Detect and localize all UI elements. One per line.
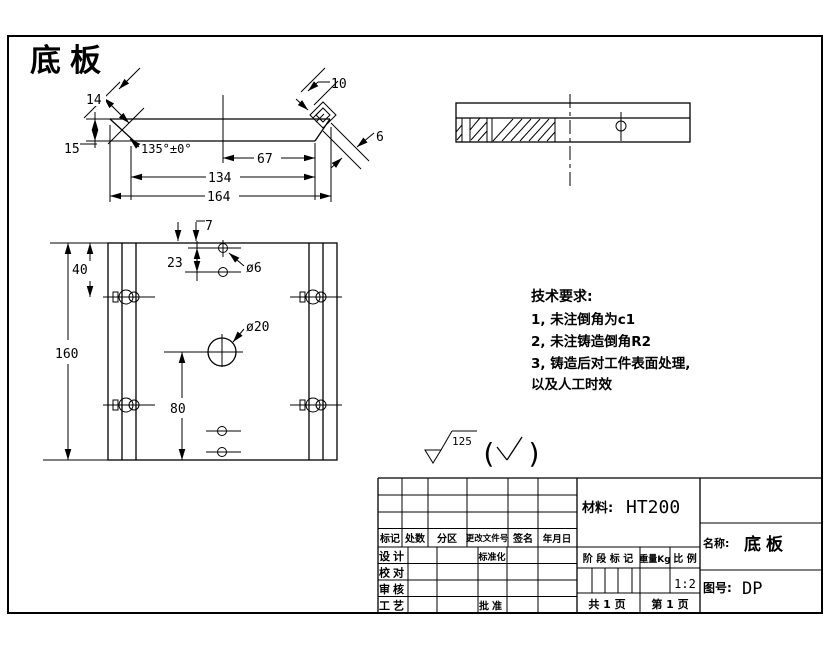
th-change-doc: 更改文件号: [466, 533, 509, 544]
dim-15: 15: [64, 142, 80, 157]
dim-dia6: ø6: [246, 261, 262, 276]
material-value: HT200: [626, 497, 680, 518]
dim-7: 7: [205, 219, 213, 234]
drawing-no-value: DP: [742, 579, 762, 599]
dim-angle-135: 135°±0°: [141, 142, 192, 156]
material-label: 材料:: [582, 500, 613, 516]
side-view: 14 15 135°±0° 67 134 164: [64, 67, 384, 205]
dim-160: 160: [55, 347, 78, 362]
page-current: 第 1 页: [651, 597, 688, 611]
title-block: 标记 处数 分区 更改文件号 签名 年月日 设计 校对 审核 工艺 标准化 批准…: [377, 477, 822, 613]
tech-line-2: 2, 未注铸造倒角R2: [531, 333, 651, 350]
dim-67: 67: [257, 152, 273, 167]
plan-view: 160 40 7 23 ø6 ø20 80: [43, 219, 343, 461]
page-title: 底板: [30, 43, 110, 79]
row-design: 设计: [379, 549, 407, 563]
wedge-detail: 10 6: [295, 67, 384, 170]
paren-close: ): [526, 437, 543, 470]
tech-requirements: 技术要求: 1, 未注倒角为c1 2, 未注铸造倒角R2 3, 铸造后对工件表面…: [531, 288, 690, 393]
scale-label: 比 例: [673, 552, 696, 565]
tech-title: 技术要求:: [531, 288, 593, 305]
name-value: 底板: [744, 534, 788, 555]
dim-dia20: ø20: [246, 320, 269, 335]
name-label: 名称:: [703, 536, 729, 550]
dim-80: 80: [170, 402, 186, 417]
scale-value: 1:2: [674, 577, 696, 591]
dim-23: 23: [167, 256, 183, 271]
dim-10: 10: [331, 77, 347, 92]
dim-6: 6: [376, 130, 384, 145]
th-zone: 分区: [437, 532, 457, 545]
weight-label: 重量Kg: [639, 553, 670, 565]
bolt-top-right: [289, 289, 343, 305]
pages-total: 共 1 页: [588, 597, 625, 611]
hatch-lines: [455, 117, 556, 142]
dim-164: 164: [207, 190, 231, 205]
th-date: 年月日: [543, 533, 572, 545]
bolt-bottom-right: [289, 397, 343, 413]
th-mark: 标记: [379, 532, 400, 545]
dim-134: 134: [208, 171, 232, 186]
dim-40: 40: [72, 263, 88, 278]
stage-label: 阶 段 标 记: [583, 552, 633, 565]
cell-standardization: 标准化: [477, 551, 505, 563]
cell-approve: 批准: [479, 600, 505, 613]
section-view: [455, 94, 691, 188]
tech-line-3: 3, 铸造后对工件表面处理,: [531, 355, 690, 372]
row-check: 校对: [379, 566, 407, 580]
bolt-top-left: [102, 289, 156, 305]
drawing-border: [7, 35, 823, 614]
paren-open: (: [480, 437, 497, 470]
roughness-symbol-icon: [424, 449, 442, 464]
section-outline: [455, 102, 691, 143]
th-count: 处数: [404, 532, 426, 545]
roughness-value: 125: [452, 435, 472, 448]
drawing-no-label: 图号:: [703, 580, 732, 595]
checkmark-icon: [496, 446, 508, 461]
tech-line-4: 以及人工时效: [531, 376, 612, 393]
th-signature: 签名: [512, 532, 533, 545]
dim-14: 14: [86, 93, 102, 108]
row-process: 工艺: [379, 599, 407, 613]
bolt-bottom-left: [102, 397, 156, 413]
surface-finish: 125 ( ): [424, 430, 543, 470]
row-review: 审核: [379, 582, 407, 596]
plate-right-chamfer: [314, 118, 331, 142]
tech-line-1: 1, 未注倒角为c1: [531, 311, 635, 328]
